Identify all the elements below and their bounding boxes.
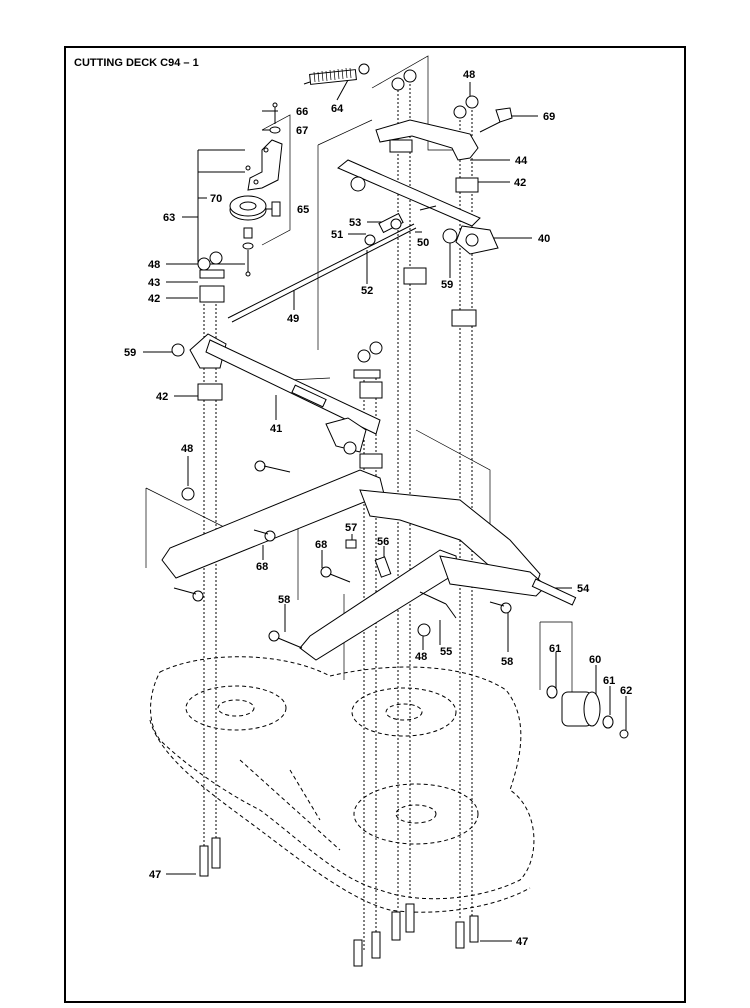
callout-63: 63 bbox=[163, 212, 175, 224]
page-border bbox=[64, 46, 686, 1003]
callout-57: 57 bbox=[345, 522, 357, 534]
callout-64: 64 bbox=[331, 103, 344, 115]
callout-42-top: 42 bbox=[514, 177, 526, 189]
callout-48-bottom: 48 bbox=[415, 651, 427, 663]
idler-assembly-63 bbox=[229, 102, 283, 277]
lower-frame bbox=[161, 460, 577, 661]
callout-60: 60 bbox=[589, 654, 601, 666]
callout-40: 40 bbox=[538, 233, 550, 245]
callout-59-left: 59 bbox=[124, 347, 136, 359]
spring-part-64 bbox=[303, 63, 370, 85]
top-bracket-44 bbox=[375, 69, 513, 193]
callout-48-top: 48 bbox=[463, 69, 475, 81]
callout-62: 62 bbox=[620, 685, 632, 697]
callout-42-left: 42 bbox=[148, 293, 160, 305]
cross-rod-40 bbox=[337, 159, 499, 255]
callout-56: 56 bbox=[377, 536, 389, 548]
callout-labels: 64 66 67 70 63 65 48 69 44 42 53 51 50 4… bbox=[124, 69, 632, 948]
callout-61-left: 61 bbox=[549, 643, 561, 655]
callout-43: 43 bbox=[148, 277, 160, 289]
callout-44: 44 bbox=[515, 155, 528, 167]
callout-47-right: 47 bbox=[516, 936, 528, 948]
callout-58-left: 58 bbox=[278, 594, 290, 606]
callout-41: 41 bbox=[270, 423, 282, 435]
adjust-rod-49 bbox=[197, 212, 477, 327]
callout-70: 70 bbox=[210, 193, 222, 205]
deck-bolts-47 bbox=[199, 837, 479, 967]
callout-66: 66 bbox=[296, 106, 308, 118]
callout-49: 49 bbox=[287, 313, 299, 325]
callout-50: 50 bbox=[417, 237, 429, 249]
cutting-deck-housing bbox=[149, 656, 535, 913]
callout-48-left: 48 bbox=[148, 259, 160, 271]
callout-65: 65 bbox=[297, 204, 309, 216]
callout-51: 51 bbox=[331, 229, 343, 241]
callout-55: 55 bbox=[440, 646, 452, 658]
callout-52: 52 bbox=[361, 285, 373, 297]
callout-68-right: 68 bbox=[315, 539, 327, 551]
callout-69: 69 bbox=[543, 111, 555, 123]
callout-54: 54 bbox=[577, 583, 590, 595]
callout-42-mid: 42 bbox=[156, 391, 168, 403]
callout-68-left: 68 bbox=[256, 561, 268, 573]
leader-lines bbox=[143, 79, 627, 942]
diagram-title: CUTTING DECK C94 – 1 bbox=[74, 57, 199, 69]
callout-53: 53 bbox=[349, 217, 361, 229]
callout-61-right: 61 bbox=[603, 675, 615, 687]
callout-59-right: 59 bbox=[441, 279, 453, 291]
callout-47-left: 47 bbox=[149, 869, 161, 881]
callout-48-mid: 48 bbox=[181, 443, 193, 455]
callout-58-right: 58 bbox=[501, 656, 513, 668]
mid-shaft-41 bbox=[171, 333, 383, 469]
gauge-roller-60 bbox=[546, 685, 629, 739]
callout-67: 67 bbox=[296, 125, 308, 137]
